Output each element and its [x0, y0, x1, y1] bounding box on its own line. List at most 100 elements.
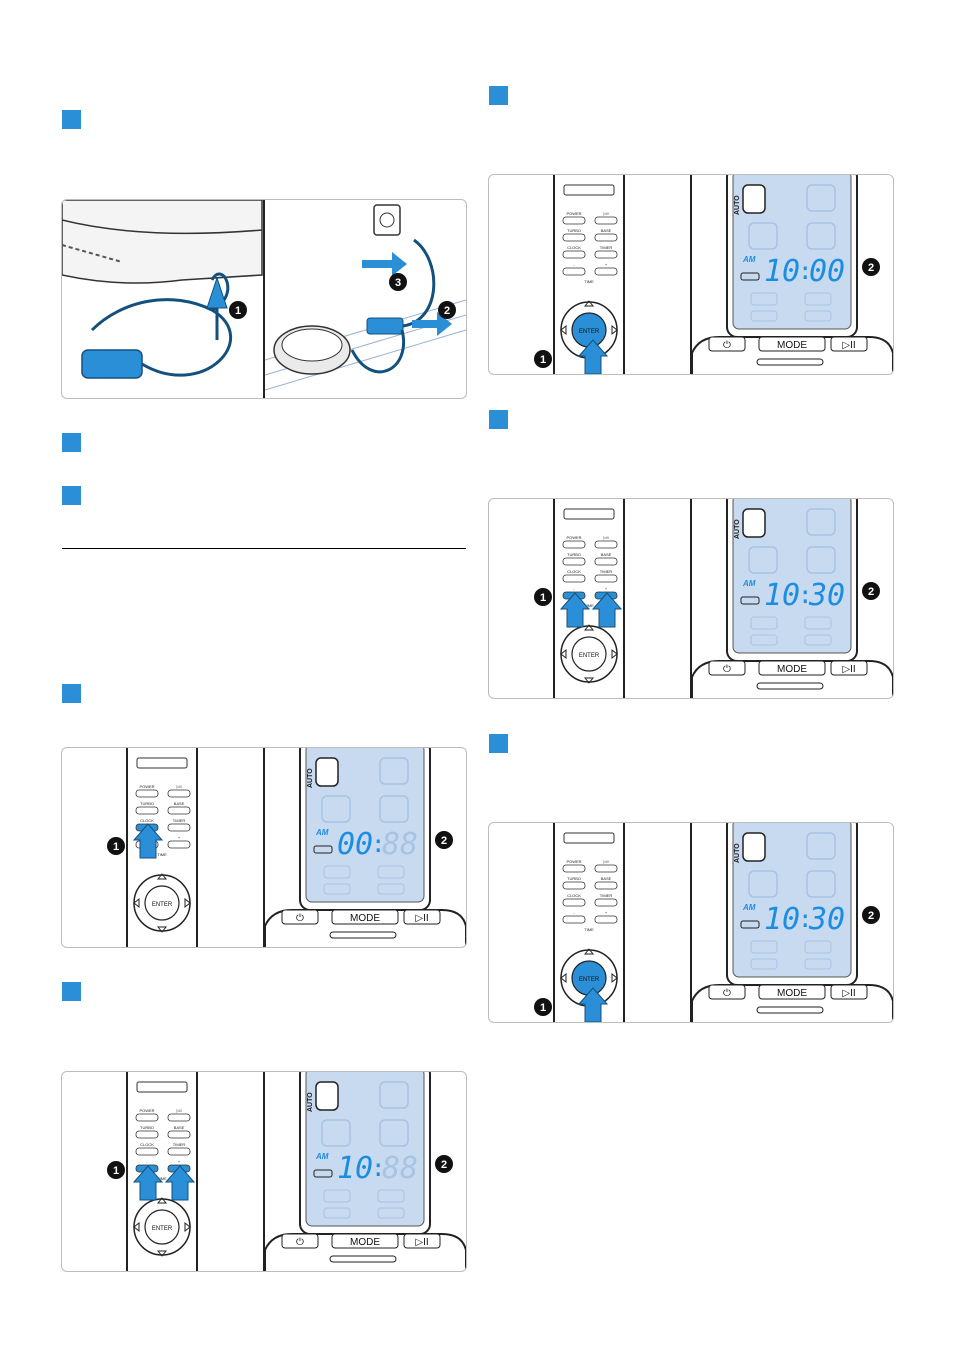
step-marker-3	[62, 486, 81, 505]
remote-button	[594, 233, 618, 242]
remote-button-label: POWER	[139, 1108, 154, 1113]
remote-button-label: TURBO	[567, 876, 581, 881]
press-arrow-minus	[559, 592, 591, 628]
mode-button	[758, 336, 826, 352]
am-indicator: AM	[742, 903, 756, 912]
battery-icon	[313, 1169, 333, 1178]
enter-label: ENTER	[152, 1226, 173, 1232]
mode-button	[758, 660, 826, 676]
power-icon: ⏻	[296, 913, 304, 924]
remote-button-label: TURBO	[567, 552, 581, 557]
display-hours: 00	[337, 827, 373, 862]
remote-button	[594, 864, 618, 873]
callout-2-badge	[862, 258, 880, 276]
callout-1-badge	[107, 1161, 125, 1179]
enter-button	[144, 885, 180, 921]
step-marker-2	[62, 433, 81, 452]
display-hours: 10	[764, 578, 800, 613]
callout-1: 1	[235, 305, 241, 317]
remote-button-label: -	[146, 1159, 148, 1164]
remote-button-label: TIMER	[600, 245, 613, 250]
step-marker-1	[62, 110, 81, 129]
remote-button	[562, 881, 586, 890]
power-button	[708, 984, 746, 1000]
remote-button	[135, 1147, 159, 1156]
callout-1: 1	[113, 841, 119, 853]
time-label: TIME	[584, 279, 594, 284]
remote-button-label: TURBO	[140, 801, 154, 806]
callout-2: 2	[868, 910, 874, 922]
remote-button	[167, 1147, 191, 1156]
play-pause-button	[403, 1233, 441, 1249]
remote-button-label: POWER	[139, 784, 154, 789]
remote-button-label: -	[573, 262, 575, 267]
mode-label: MODE	[350, 913, 380, 924]
auto-icon	[742, 508, 766, 538]
remote-button-label: +	[178, 1159, 181, 1164]
enter-label: ENTER	[579, 977, 600, 983]
callout-3: 3	[395, 277, 401, 289]
am-indicator: AM	[742, 579, 756, 588]
callout-1: 1	[540, 354, 546, 366]
remote-button-label: POWER	[566, 859, 581, 864]
auto-label: AUTO	[734, 195, 741, 215]
mode-label: MODE	[350, 1237, 380, 1248]
remote-button	[594, 574, 618, 583]
play-pause-button	[830, 660, 868, 676]
play-pause-button	[830, 336, 868, 352]
callout-1-badge	[107, 837, 125, 855]
mode-button	[758, 984, 826, 1000]
remote-button-label: POWER	[566, 211, 581, 216]
mode-label: MODE	[777, 664, 807, 675]
remote-button-label: +	[178, 835, 181, 840]
press-arrow	[132, 823, 164, 859]
remote-button-label: TIMER	[173, 818, 186, 823]
robot-display: AUTO AM 10:30	[726, 499, 858, 662]
play-pause-icon: ▷II	[415, 913, 428, 924]
display-minutes: 88	[382, 1151, 418, 1186]
display-minutes: 30	[808, 578, 845, 613]
remote-button-label: CLOCK	[567, 245, 581, 250]
remote-button	[562, 864, 586, 873]
callout-2: 2	[444, 305, 450, 317]
auto-label: AUTO	[734, 519, 741, 539]
remote-button-label: ▷II	[603, 535, 608, 540]
remote-button	[135, 806, 159, 815]
play-pause-button	[403, 909, 441, 925]
press-arrow-plus	[164, 1165, 196, 1201]
display-minutes: 00	[809, 254, 845, 289]
auto-label: AUTO	[307, 768, 314, 788]
remote-button-label: ▷II	[603, 211, 608, 216]
enter-label: ENTER	[152, 902, 173, 908]
remote-button-label: TURBO	[567, 228, 581, 233]
play-pause-icon: ▷II	[842, 340, 855, 351]
callout-2-badge	[862, 906, 880, 924]
battery-icon	[740, 920, 760, 929]
remote-button-label: ▷II	[603, 859, 608, 864]
remote-button	[594, 915, 618, 924]
display-colon: :	[371, 830, 385, 858]
callout-2-badge	[435, 831, 453, 849]
time-label: TIME	[157, 1176, 167, 1181]
remote-button-label: +	[605, 586, 608, 591]
callout-1: 1	[113, 1165, 119, 1177]
remote-button	[594, 898, 618, 907]
remote-button	[562, 574, 586, 583]
play-pause-icon: ▷II	[842, 664, 855, 675]
callout-1-badge	[534, 350, 552, 368]
remote-button-label: TURBO	[140, 1125, 154, 1130]
display-colon: :	[798, 581, 812, 609]
remote-button	[167, 789, 191, 798]
section-divider	[62, 548, 466, 549]
remote-button	[135, 789, 159, 798]
remote-button-label: TIMER	[173, 1142, 186, 1147]
mode-label: MODE	[777, 340, 807, 351]
display-minutes: 88	[382, 827, 418, 862]
step-marker-7	[489, 410, 508, 429]
play-pause-button	[830, 984, 868, 1000]
callout-2: 2	[441, 835, 447, 847]
